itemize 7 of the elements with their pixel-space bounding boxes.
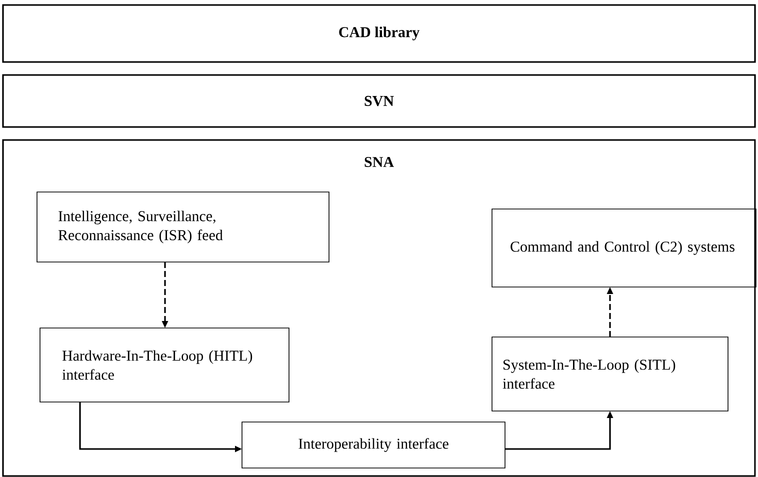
process-box: Command and Control (C2) systems: [492, 208, 756, 288]
process-box: System-In-The-Loop (SITL) interface: [492, 336, 728, 412]
process-box: Hardware-In-The-Loop (HITL) interface: [40, 328, 290, 402]
layer-band: SVN: [2, 74, 756, 128]
process-box: Interoperability interface: [242, 422, 506, 468]
process-box: Intelligence, Surveillance, Reconnaissance (ISR) feed: [36, 192, 330, 262]
layer-band: CAD library: [2, 4, 756, 63]
